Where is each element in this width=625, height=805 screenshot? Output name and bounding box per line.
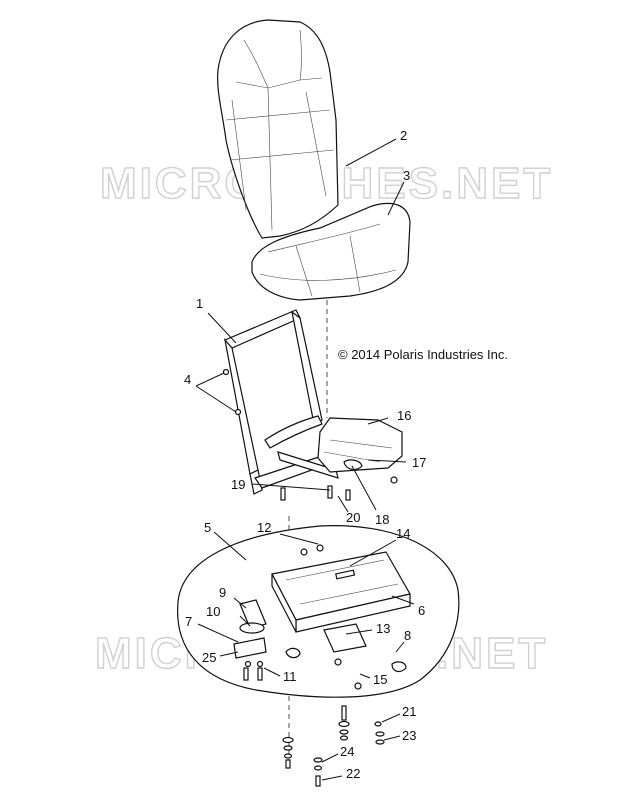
latch-assembly — [233, 599, 267, 681]
callout-12: 12 — [257, 520, 271, 535]
seat-frame — [224, 309, 346, 495]
callout-6: 6 — [418, 603, 425, 618]
leader-line-25 — [219, 651, 239, 657]
leader-line-17 — [367, 459, 407, 463]
leader-line-3 — [387, 181, 405, 216]
callout-2: 2 — [400, 128, 407, 143]
leader-line-6 — [391, 595, 415, 605]
callout-21: 21 — [402, 704, 416, 719]
copyright-notice: © 2014 Polaris Industries Inc. — [338, 347, 508, 362]
seat-backrest — [217, 19, 339, 239]
callout-18: 18 — [375, 512, 389, 527]
callout-13: 13 — [376, 621, 390, 636]
leader-line-2 — [345, 138, 397, 167]
seat-cushion — [251, 202, 411, 301]
leader-line-14 — [349, 539, 397, 567]
callout-16: 16 — [397, 408, 411, 423]
callout-11: 11 — [283, 669, 297, 684]
callout-24: 24 — [340, 744, 354, 759]
leader-line-19 — [251, 483, 331, 491]
seat-track — [271, 544, 411, 633]
leader-line-16 — [367, 417, 389, 425]
leader-line-10 — [239, 615, 251, 627]
leader-line-8 — [395, 641, 405, 653]
leader-line-4b — [195, 385, 237, 413]
base-fasteners — [285, 647, 407, 690]
callout-25: 25 — [202, 650, 216, 665]
callout-14: 14 — [396, 526, 410, 541]
leader-line-24 — [321, 753, 339, 763]
callout-7: 7 — [185, 614, 192, 629]
leader-line-1 — [207, 312, 237, 344]
leader-line-4a — [195, 372, 225, 387]
callout-1: 1 — [196, 296, 203, 311]
leader-line-18 — [351, 465, 377, 511]
callout-5: 5 — [204, 520, 211, 535]
callout-4: 4 — [184, 372, 191, 387]
leader-line-21 — [381, 713, 401, 723]
leader-line-11 — [263, 667, 281, 677]
callout-9: 9 — [219, 585, 226, 600]
leader-line-23 — [383, 735, 401, 741]
bolt-stacks — [282, 705, 385, 787]
reinforcement-plate — [323, 623, 367, 653]
callout-3: 3 — [403, 168, 410, 183]
callout-22: 22 — [346, 766, 360, 781]
callout-23: 23 — [402, 728, 416, 743]
callout-10: 10 — [206, 604, 220, 619]
leader-line-13 — [345, 629, 373, 635]
leader-line-5 — [213, 531, 247, 561]
leader-line-22 — [321, 775, 343, 781]
leader-line-9 — [233, 597, 247, 609]
frame-bolts — [280, 485, 351, 501]
leader-line-12 — [279, 533, 319, 545]
callout-20: 20 — [346, 510, 360, 525]
callout-15: 15 — [373, 672, 387, 687]
callout-8: 8 — [404, 628, 411, 643]
callout-17: 17 — [412, 455, 426, 470]
seat-bracket — [317, 417, 403, 484]
callout-19: 19 — [231, 477, 245, 492]
leader-line-7 — [197, 623, 239, 643]
leader-line-20 — [337, 495, 349, 513]
leader-line-15 — [359, 673, 371, 679]
